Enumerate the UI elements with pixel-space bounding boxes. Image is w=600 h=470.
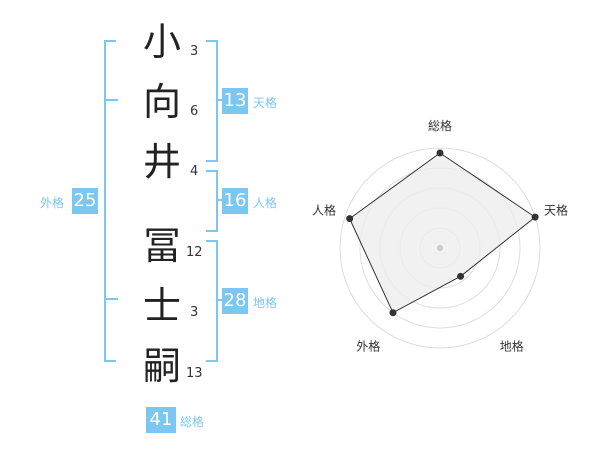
name-char-1: 小 bbox=[142, 20, 181, 64]
bracket-tick bbox=[216, 199, 222, 201]
tenkaku-bracket bbox=[206, 40, 218, 162]
name-char-5: 士 bbox=[142, 284, 181, 328]
stroke-count-6: 13 bbox=[186, 366, 203, 381]
name-char-6: 嗣 bbox=[142, 344, 181, 388]
stroke-count-4: 12 bbox=[186, 245, 203, 260]
chikaku-value: 28 bbox=[222, 288, 248, 314]
radar-ring bbox=[339, 147, 541, 349]
radar-axis-label: 天格 bbox=[544, 202, 568, 217]
radar-axis-label: 人格 bbox=[312, 202, 336, 217]
radar-point bbox=[436, 149, 444, 157]
chikaku-bracket bbox=[206, 240, 218, 362]
soukaku-label: 総格 bbox=[180, 415, 205, 429]
name-char-4: 冨 bbox=[142, 224, 181, 268]
radar-area bbox=[349, 152, 536, 314]
bracket-tick bbox=[216, 299, 222, 301]
bracket-tick bbox=[216, 99, 222, 101]
gaikaku-bracket bbox=[104, 40, 116, 362]
jinkaku-value: 16 bbox=[222, 188, 248, 214]
bracket-tick bbox=[104, 99, 118, 101]
radar-point bbox=[346, 215, 354, 223]
soukaku-value: 41 bbox=[146, 407, 176, 433]
stroke-count-3: 4 bbox=[190, 164, 199, 179]
stroke-count-1: 3 bbox=[190, 44, 199, 59]
stroke-count-5: 3 bbox=[190, 305, 199, 320]
bracket-tick bbox=[104, 298, 118, 300]
jinkaku-label: 人格 bbox=[253, 196, 278, 210]
jinkaku-bracket bbox=[206, 170, 218, 232]
tenkaku-value: 13 bbox=[222, 88, 248, 114]
radar-axis-label: 外格 bbox=[356, 339, 380, 354]
stroke-count-2: 6 bbox=[190, 104, 199, 119]
radar-point bbox=[389, 309, 397, 317]
gaikaku-value: 25 bbox=[72, 188, 98, 214]
name-char-2: 向 bbox=[142, 80, 181, 124]
gaikaku-label: 外格 bbox=[40, 196, 65, 210]
chikaku-label: 地格 bbox=[253, 296, 278, 310]
radar-axis-label: 総格 bbox=[428, 118, 452, 133]
radar-axis-label: 地格 bbox=[500, 339, 524, 354]
name-char-3: 井 bbox=[142, 140, 181, 184]
radar-point bbox=[457, 272, 465, 280]
tenkaku-label: 天格 bbox=[253, 96, 278, 110]
radar-point bbox=[531, 213, 539, 221]
radar-center bbox=[437, 245, 443, 251]
